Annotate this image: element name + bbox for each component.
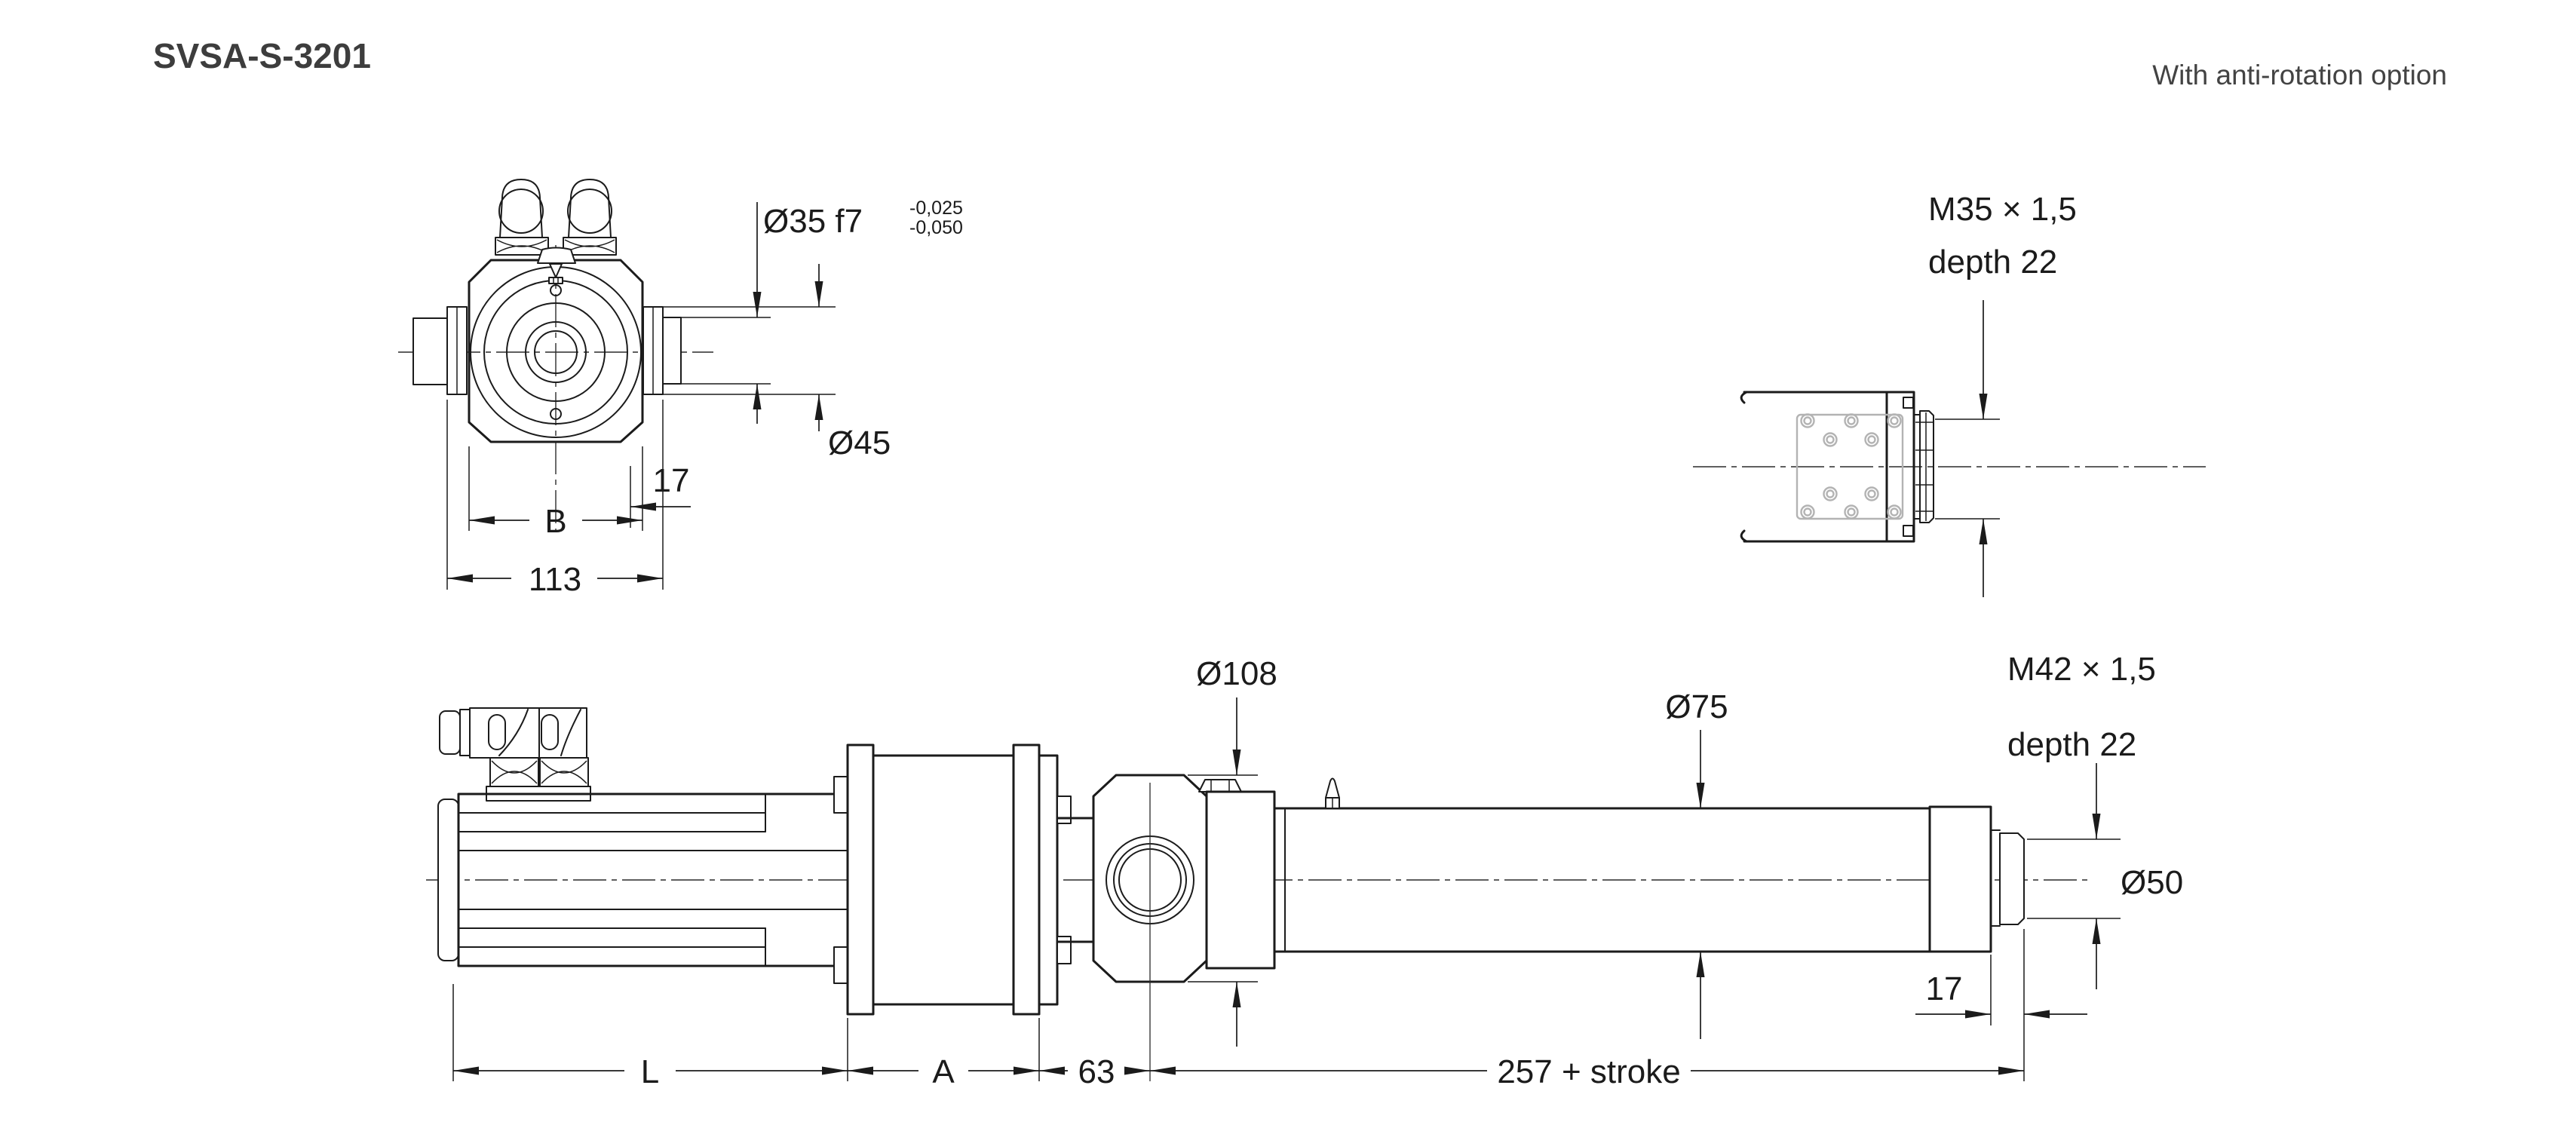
page-subtitle: With anti-rotation option xyxy=(2152,60,2447,90)
bolt-hole-top xyxy=(550,284,562,296)
motor-ribs xyxy=(458,812,766,948)
rod-end-view: M35 × 1,5 depth 22 xyxy=(1693,191,2206,597)
dim-dia108: Ø108 xyxy=(1188,655,1277,1047)
motor-connector xyxy=(439,707,591,802)
m42-thread-label: M42 × 1,5 xyxy=(2007,651,2156,688)
m35-thread-label: M35 × 1,5 xyxy=(1928,191,2077,228)
gearbox-tab-bottom xyxy=(833,946,848,984)
rod-stub xyxy=(1999,832,2025,925)
motor-rear-cap xyxy=(437,799,459,961)
dim-stroke-label: 257 + stroke xyxy=(1497,1053,1680,1090)
page-title: SVSA-S-3201 xyxy=(153,36,371,75)
connector-dome-left xyxy=(498,179,544,238)
front-view: Ø35 f7 -0,025 -0,050 Ø45 B xyxy=(398,179,963,598)
m42-depth-label: depth 22 xyxy=(2007,726,2136,763)
dim-dia45: Ø45 xyxy=(645,264,891,461)
dim-a: A xyxy=(848,1053,1039,1090)
dimension-row: L A 63 xyxy=(452,984,2024,1090)
dim-l: L xyxy=(453,1053,848,1090)
right-shaft-stub xyxy=(662,317,682,385)
dia50-label: Ø50 xyxy=(2121,864,2183,901)
dim-dia75: Ø75 xyxy=(1665,688,1728,1039)
connector-dome-right xyxy=(567,179,612,238)
dia75-label: Ø75 xyxy=(1665,688,1728,725)
dim-dia50: Ø50 xyxy=(2027,763,2183,989)
bore-circle xyxy=(534,330,578,374)
plate-holes xyxy=(1800,413,1902,520)
tube-outline xyxy=(1273,807,1931,953)
dim-113-label: 113 xyxy=(529,561,581,598)
connector-cap xyxy=(439,710,461,755)
housing-outline xyxy=(468,259,644,443)
dia35-tol-lower: -0,050 xyxy=(909,217,963,238)
dim-113: 113 xyxy=(446,400,664,598)
cylinder-head xyxy=(1038,754,1276,1081)
grease-nipple xyxy=(1325,777,1340,809)
motor xyxy=(437,792,849,967)
boss-circle xyxy=(525,321,587,383)
head-flange xyxy=(1205,790,1276,970)
dim-17-side-label: 17 xyxy=(1926,970,1963,1007)
rod-neck xyxy=(1990,829,2001,927)
gearbox-flange-left xyxy=(846,743,875,1016)
gearbox-tab-top xyxy=(833,776,848,814)
left-block xyxy=(412,317,448,385)
dim-dia35: Ø35 f7 -0,025 -0,050 xyxy=(667,198,963,424)
pilot-circle xyxy=(506,302,606,402)
dim-63-label: 63 xyxy=(1078,1053,1115,1090)
dia35-label: Ø35 f7 xyxy=(763,203,863,240)
gearbox-flange-right xyxy=(1012,743,1041,1016)
gearbox xyxy=(833,743,1041,1016)
dim-17-side: 17 xyxy=(1915,929,2087,1081)
gearbox-body xyxy=(872,754,1015,1006)
dim-63: 63 xyxy=(1039,1053,1150,1090)
dim-b: B xyxy=(468,446,643,540)
dim-l-label: L xyxy=(641,1053,659,1090)
cylinder-tube xyxy=(1273,777,2025,953)
bolt-hole-bottom xyxy=(550,408,562,420)
dia45-label: Ø45 xyxy=(828,425,891,461)
dim-b-label: B xyxy=(544,503,566,540)
motor-body xyxy=(457,792,849,967)
dia108-label: Ø108 xyxy=(1196,655,1277,692)
dim-17-front-label: 17 xyxy=(653,462,690,499)
dia35-tol-upper: -0,025 xyxy=(909,198,963,219)
bleed-valve xyxy=(537,247,576,284)
cap-key-top xyxy=(1903,397,1914,409)
hex-bolt xyxy=(1198,779,1242,792)
threaded-stub xyxy=(1919,410,1934,523)
head-neck xyxy=(1056,817,1095,943)
rod-end-cap xyxy=(1928,805,1992,953)
dim-a-label: A xyxy=(932,1053,955,1090)
connector-base-left xyxy=(495,237,549,256)
dim-17-front: 17 xyxy=(630,462,691,528)
dim-m35 xyxy=(1935,300,2000,597)
dim-stroke: 257 + stroke xyxy=(1150,1053,2024,1090)
anti-rotation-plate-phantom xyxy=(1796,413,1904,520)
side-view: Ø108 Ø75 M42 × 1,5 depth 22 Ø50 xyxy=(426,651,2183,1090)
m35-depth-label: depth 22 xyxy=(1928,244,2057,280)
cable-glands xyxy=(489,757,589,787)
connector-base-right xyxy=(563,237,617,256)
head-plate xyxy=(1038,754,1059,1006)
cap-key-bottom xyxy=(1903,525,1914,537)
